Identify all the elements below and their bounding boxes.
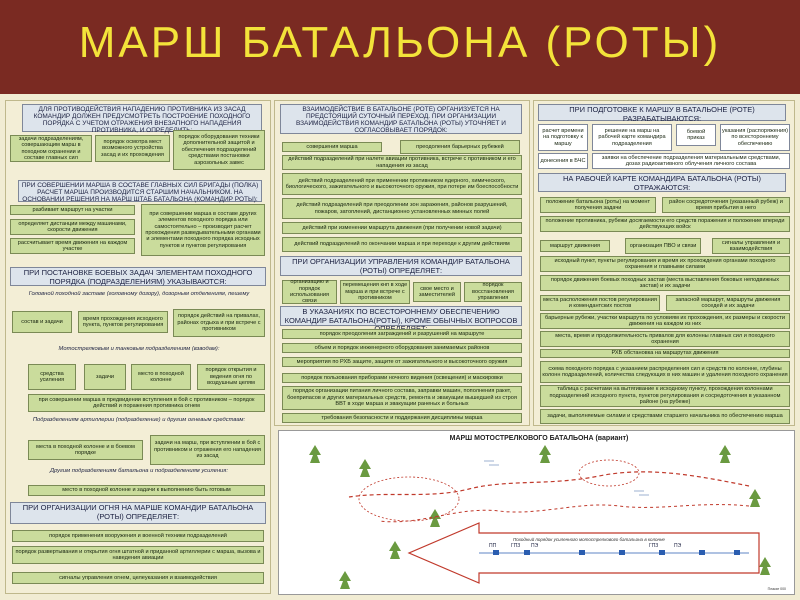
mid-box-12: порядок преодоления заграждений и разруш… (282, 329, 522, 339)
left-box-11: средства усиления (28, 364, 76, 390)
left-box-21: сигналы управления огнем, целеуказания и… (12, 572, 264, 584)
mid-box-4: действий подразделений при применении пр… (282, 173, 522, 195)
left-header-2: ПРИ СОВЕРШЕНИИ МАРША В СОСТАВЕ ГЛАВНЫХ С… (18, 180, 262, 203)
left-sub-3: Подразделениям артиллерии (подразделение… (32, 417, 246, 423)
column-label-3: ПЭ (531, 543, 539, 549)
column-label-1: ПП (489, 543, 497, 549)
left-box-14: порядок открытия и ведения огня по возду… (197, 364, 265, 390)
right-header-1: ПРИ ПОДГОТОВКЕ К МАРШУ В БАТАЛЬОНЕ (РОТЕ… (538, 104, 786, 122)
route-reserve-line (378, 504, 750, 523)
halt-area-ring (578, 459, 640, 487)
left-box-13: место в походной колонне (131, 364, 191, 390)
right-box-1: расчет времени на подготовку к маршу (538, 124, 588, 151)
mid-header-1: ВЗАИМОДЕЙСТВИЕ В БАТАЛЬОНЕ (РОТЕ) ОРГАНИ… (280, 104, 522, 134)
title-banner: МАРШ БАТАЛЬОНА (РОТЫ) (0, 0, 800, 94)
right-box-8: район сосредоточения (указанный рубеж) и… (662, 197, 790, 213)
left-header-4: ПРИ ОРГАНИЗАЦИИ ОГНЯ НА МАРШЕ КОМАНДИР Б… (10, 502, 266, 524)
mid-box-7: действий подразделений по окончании марш… (282, 237, 522, 252)
right-box-22: задачи, выполняемые силами и средствами … (540, 409, 790, 424)
left-box-1: задачи подразделениям, совершающим марш … (10, 135, 92, 162)
right-box-3: боевой приказ (676, 124, 716, 146)
right-box-21: таблица с расчетами на вытягивание к исх… (540, 385, 790, 407)
column-labels: ПП ГПЗ ПЭ ГПЗ ПЭ (489, 543, 682, 549)
right-box-13: исходный пункт, пункты регулирования и в… (540, 256, 790, 272)
right-box-7: положение батальона (роты) на момент пол… (540, 197, 656, 213)
poster-credit: Плакат 000 (767, 587, 786, 591)
left-header-3: ПРИ ПОСТАНОВКЕ БОЕВЫХ ЗАДАЧ ЭЛЕМЕНТАМ ПО… (10, 267, 266, 286)
left-box-3: порядок оборудования техники дополнитель… (173, 130, 265, 170)
right-box-16: запасной маршрут, маршруты движения сосе… (666, 295, 790, 311)
left-box-16: места в походной колонне и в боевом поря… (28, 440, 143, 460)
mid-box-9: перемещения кнп в ходе марша и при встре… (340, 280, 410, 304)
right-box-18: места, время и продолжительность привало… (540, 331, 790, 347)
mid-header-2: ПРИ ОРГАНИЗАЦИИ УПРАВЛЕНИЯ КОМАНДИР БАТА… (280, 256, 522, 276)
left-box-19: порядок применения вооружения и военной … (12, 530, 264, 542)
left-box-4: разбивает маршрут на участки (10, 205, 135, 215)
left-box-8: состав и задачи (12, 311, 72, 333)
march-diagram: МАРШ МОТОСТРЕЛКОВОГО БАТАЛЬОНА (вариант)… (278, 430, 795, 595)
left-box-7: при совершении марша в составе других эл… (141, 204, 265, 256)
mid-box-5: действий подразделений при преодолении з… (282, 198, 522, 219)
route-main-line (348, 471, 750, 498)
mid-header-3: В УКАЗАНИЯХ ПО ВСЕСТОРОННЕМУ ОБЕСПЕЧЕНИЮ… (280, 306, 522, 333)
right-box-15: места расположения постов регулирования … (540, 295, 660, 311)
right-box-4: указания (распоряжения) по всестороннему… (720, 124, 790, 151)
right-box-10: маршрут движения (540, 240, 610, 252)
right-box-11: организация ПВО и связи (625, 238, 701, 254)
left-sub-2: Мотострелковым и танковым подразделениям… (58, 346, 220, 352)
column-marks (493, 550, 740, 555)
left-box-10: порядок действий на привалах, районах от… (173, 309, 265, 337)
march-route-svg: Походный порядок усиленного мотострелков… (309, 445, 771, 589)
mid-box-16: порядок организации питания личного сост… (282, 386, 522, 410)
mid-box-3: действий подразделений при налете авиаци… (282, 155, 522, 170)
mid-box-8: организацию и порядок использования связ… (282, 279, 337, 304)
right-box-20: схема походного порядка с указанием расп… (540, 361, 790, 383)
left-sub-4: Другим подразделениям батальона и подраз… (50, 468, 228, 474)
mid-box-15: порядок пользования приборами ночного ви… (282, 373, 522, 383)
mid-box-11: порядок восстановления управления (464, 282, 522, 302)
right-box-17: барьерные рубежи, участки маршрута по ус… (540, 313, 790, 329)
right-box-9: положение противника, рубежи досягаемост… (540, 216, 790, 232)
right-box-6: заявки на обеспечение подразделения мате… (592, 153, 790, 169)
left-box-12: задачи (84, 364, 126, 390)
right-box-2: решение на марш на рабочей карте команди… (592, 124, 672, 151)
diagram-title: МАРШ МОТОСТРЕЛКОВОГО БАТАЛЬОНА (вариант) (449, 435, 629, 442)
right-box-12: сигналы управления и взаимодействия (712, 238, 790, 254)
right-box-5: донесения в БЧС (538, 153, 588, 169)
left-box-18: место в походной колонне и задачи к выпо… (28, 485, 265, 496)
left-header-1: ДЛЯ ПРОТИВОДЕЙСТВИЯ НАПАДЕНИЮ ПРОТИВНИКА… (22, 104, 262, 134)
left-box-2: порядок осмотра мест возможного устройст… (95, 135, 170, 162)
left-box-20: порядок развертывания и открытия огня шт… (12, 546, 264, 564)
right-box-19: РХБ обстановка на маршрутах движения (540, 349, 790, 358)
mid-box-2: преодоления барьерных рубежей (400, 140, 520, 154)
column-label-2: ГПЗ (511, 543, 520, 549)
left-box-15: при совершении марша в предвидении вступ… (28, 394, 265, 412)
right-box-14: порядок движения боевых походных застав … (540, 275, 790, 291)
column-label-5: ПЭ (674, 543, 682, 549)
page-title: МАРШ БАТАЛЬОНА (РОТЫ) (78, 18, 722, 67)
left-sub-1: Головной походной заставе (головному доз… (28, 291, 250, 297)
left-box-9: время прохождения исходного пункта, пунк… (78, 311, 168, 333)
mid-box-1: совершения марша (282, 142, 382, 152)
route-area-ring (358, 476, 460, 522)
left-box-6: рассчитывает время движения на каждом уч… (10, 238, 135, 254)
left-box-5: определяет дистанции между машинами, ско… (10, 219, 135, 235)
marsh-marks (484, 460, 649, 496)
mid-box-13: объем и порядок инженерного оборудования… (282, 343, 522, 353)
mid-box-10: свое место и заместителей (413, 282, 461, 302)
left-box-17: задачи на марш, при вступлении в бой с п… (150, 435, 265, 465)
mid-box-17: требования безопасности и поддержания ди… (282, 413, 522, 423)
mid-box-6: действий при изменении маршрута движения… (282, 222, 522, 234)
mid-box-14: мероприятия по РХБ защите, защите от заж… (282, 357, 522, 367)
right-header-2: НА РАБОЧЕЙ КАРТЕ КОМАНДИРА БАТАЛЬОНА (РО… (538, 173, 786, 192)
column-label-4: ГПЗ (649, 543, 658, 549)
diagram-caption: Походный порядок усиленного мотострелков… (513, 536, 665, 542)
